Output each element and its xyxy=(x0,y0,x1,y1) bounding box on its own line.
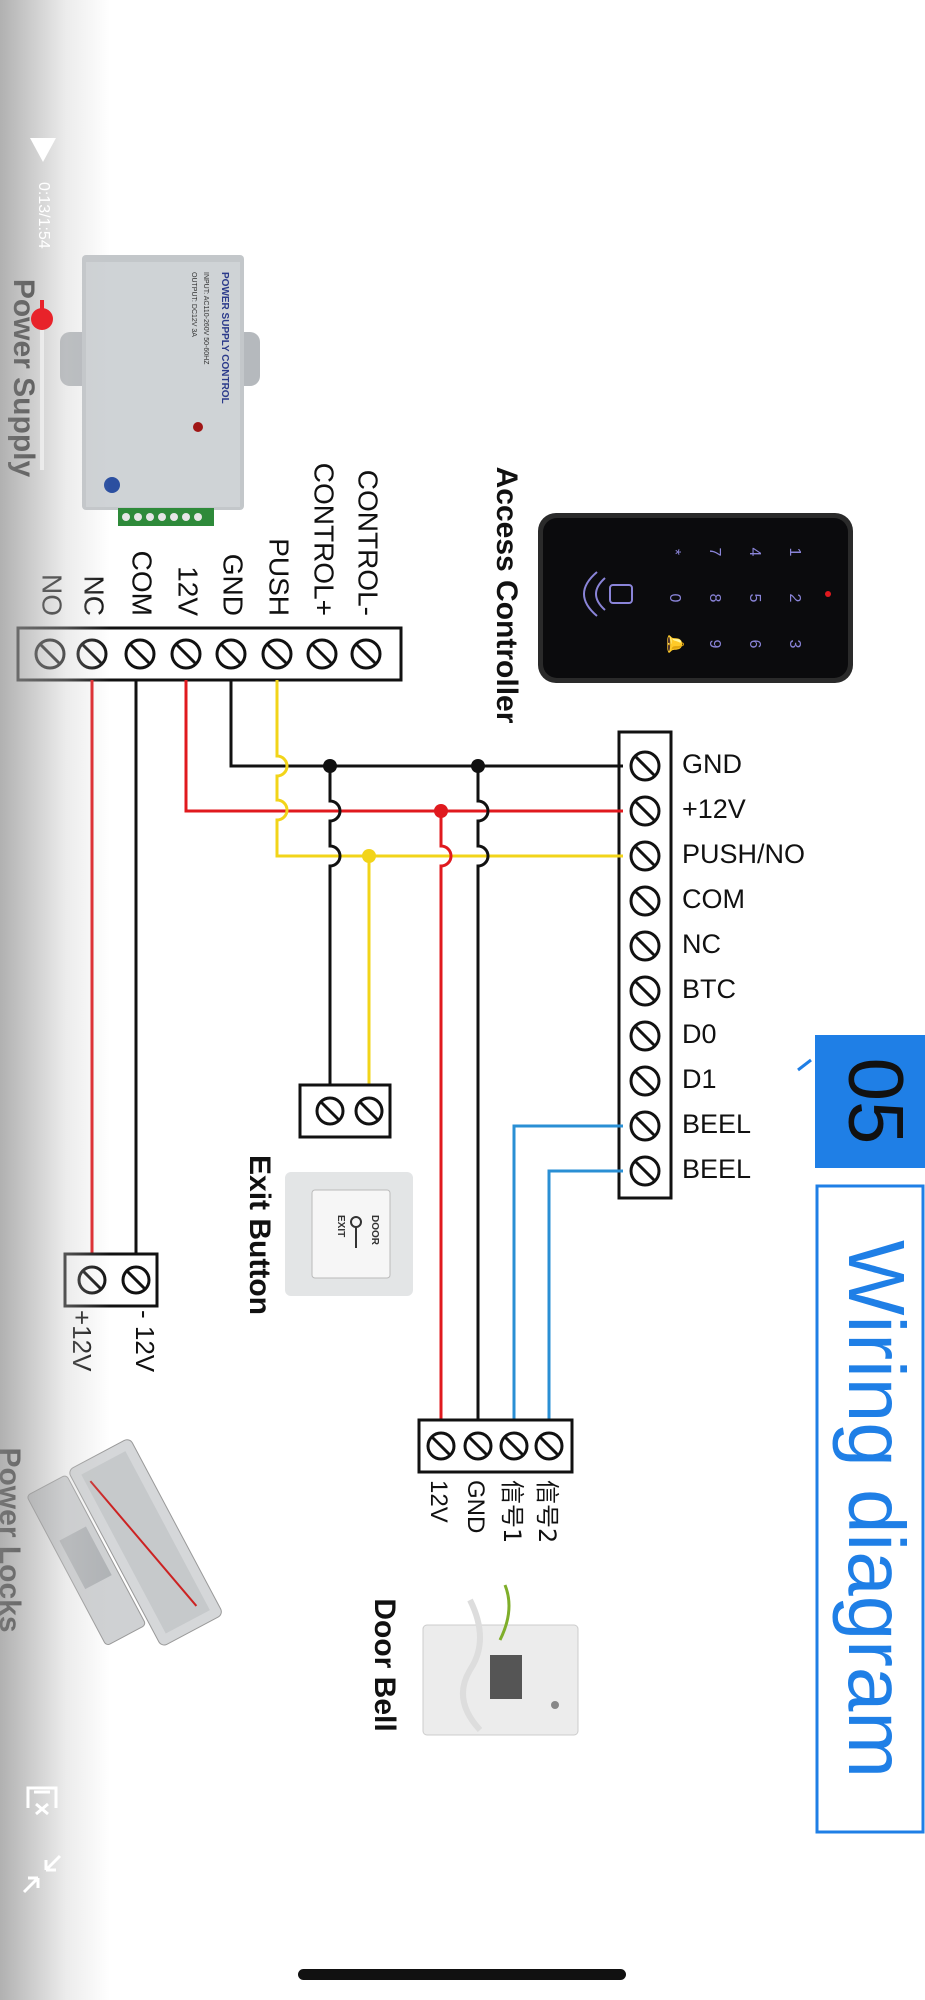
title-number-box xyxy=(815,1035,925,1168)
psu-terminal-com-slot xyxy=(128,642,152,666)
key-star: * xyxy=(666,549,683,555)
key-6: 6 xyxy=(746,640,763,649)
key-5: 5 xyxy=(746,594,763,603)
svg-text:INPUT: AC110-260V 50-60HZ: INPUT: AC110-260V 50-60HZ xyxy=(202,272,209,365)
title-frame xyxy=(815,1184,925,1834)
psu-label-control-: CONTROL- xyxy=(353,470,384,616)
wire-push xyxy=(275,680,623,858)
title-tick xyxy=(797,1058,812,1072)
progress-scrubber[interactable] xyxy=(31,307,53,330)
svg-text:EXIT: EXIT xyxy=(335,1215,346,1237)
power-supply-device: POWER SUPPLY CONTROL INPUT: AC110-260V 5… xyxy=(60,255,260,526)
wire-bell-12v xyxy=(439,811,453,1420)
key-7: 7 xyxy=(706,548,723,557)
home-indicator[interactable] xyxy=(298,1969,626,1980)
doorbell-device xyxy=(422,1584,579,1736)
controller-label-beel-8: BEEL xyxy=(682,1109,751,1139)
wire-beel-2 xyxy=(547,1169,623,1420)
psu-label-com: COM xyxy=(127,551,158,616)
controller-label-com-3: COM xyxy=(682,884,745,914)
wire-bell-gnd xyxy=(476,766,490,1420)
video-controls: 0:13/1:54 xyxy=(0,0,110,2000)
svg-text:DOOR: DOOR xyxy=(369,1215,380,1246)
psu-label-12v: 12V xyxy=(173,566,204,616)
psu-label-gnd: GND xyxy=(218,554,249,616)
doorbell-label-sig1: 信号1 xyxy=(498,1480,526,1543)
time-readout: 0:13/1:54 xyxy=(35,182,52,249)
psu-terminal-control--slot xyxy=(354,642,378,666)
key-8: 8 xyxy=(706,594,723,603)
psu-terminal-push-slot xyxy=(265,642,289,666)
wire-gnd xyxy=(229,680,623,768)
exit-terminals xyxy=(315,1096,384,1126)
controller-label-push-no-2: PUSH/NO xyxy=(682,839,805,869)
psu-terminal-control--slot xyxy=(310,642,334,666)
wire-junctions xyxy=(323,759,485,863)
title-block: 05 Wiring diagram xyxy=(797,1035,925,1834)
psu-label-control-: CONTROL+ xyxy=(309,463,340,616)
door-bell-label: Door Bell xyxy=(368,1598,401,1731)
cast-icon[interactable] xyxy=(22,1778,62,1818)
title-text: Wiring diagram xyxy=(832,1240,921,1778)
controller-terminal-d1-7-slot xyxy=(633,1069,657,1093)
controller-label-gnd-0: GND xyxy=(682,749,742,779)
key-bell: 🔔 xyxy=(666,634,684,654)
key-1: 1 xyxy=(786,548,803,557)
controller-terminal-push-no-2-slot xyxy=(633,844,657,868)
controller-label--12v-1: +12V xyxy=(682,794,746,824)
title-number: 05 xyxy=(832,1058,920,1145)
controller-label-nc-4: NC xyxy=(682,929,721,959)
svg-text:OUTPUT: DC12V 3A: OUTPUT: DC12V 3A xyxy=(190,272,197,337)
controller-terminal-gnd-0-slot xyxy=(633,754,657,778)
play-icon[interactable] xyxy=(28,136,58,166)
key-2: 2 xyxy=(786,594,803,603)
key-0: 0 xyxy=(666,594,683,603)
wires xyxy=(90,680,623,1420)
doorbell-label-12v: 12V xyxy=(425,1480,452,1523)
key-9: 9 xyxy=(706,640,723,649)
exit-button-label: Exit Button xyxy=(243,1155,276,1315)
controller-label-d0-6: D0 xyxy=(682,1019,717,1049)
key-4: 4 xyxy=(746,548,763,557)
controller-label-beel-9: BEEL xyxy=(682,1154,751,1184)
wire-exit-black xyxy=(328,766,342,1085)
exit-fullscreen-icon[interactable] xyxy=(20,1852,64,1896)
access-controller-label: Access Controller xyxy=(490,467,523,724)
key-3: 3 xyxy=(786,640,803,649)
controller-label-btc-5: BTC xyxy=(682,974,736,1004)
exit-terminal-block xyxy=(298,1083,392,1139)
controller-terminal-btc-5-slot xyxy=(633,979,657,1003)
svg-text:POWER SUPPLY CONTROL: POWER SUPPLY CONTROL xyxy=(219,272,230,404)
controller-terminal-d0-6-slot xyxy=(633,1024,657,1048)
doorbell-label-sig2: 信号2 xyxy=(533,1480,561,1543)
controller-terminal-com-3-slot xyxy=(633,889,657,913)
psu-label-push: PUSH xyxy=(264,538,295,616)
doorbell-terminals xyxy=(426,1431,564,1461)
doorbell-label-gnd: GND xyxy=(462,1480,489,1533)
psu-terminal-gnd-slot xyxy=(219,642,243,666)
lock-label-minus12v: - 12V xyxy=(130,1310,160,1373)
controller-label-d1-7: D1 xyxy=(682,1064,717,1094)
exit-button-device: DOOR EXIT xyxy=(285,1172,413,1296)
psu-terminal-12v-slot xyxy=(174,642,198,666)
controller-terminal-beel-8-slot xyxy=(633,1114,657,1138)
controller-terminal-beel-9-slot xyxy=(633,1159,657,1183)
keypad-device: 1 2 3 4 5 6 7 8 9 * 0 🔔 xyxy=(538,513,853,683)
controller-terminal-nc-4-slot xyxy=(633,934,657,958)
controller-terminals xyxy=(629,750,661,1187)
wire-12v xyxy=(184,680,623,813)
wire-beel-1 xyxy=(512,1124,623,1420)
controller-terminal--12v-1-slot xyxy=(633,799,657,823)
